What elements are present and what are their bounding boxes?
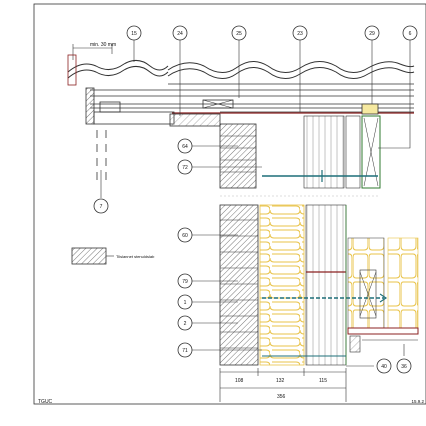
dim-min-30-label: min. 30 mm [90,42,116,48]
footer-right: 15.9.2 [411,399,424,404]
dim-min-30: min. 30 mm [67,42,116,86]
dim-132: 132 [276,378,285,384]
svg-text:72: 72 [182,165,188,171]
svg-text:64: 64 [182,144,188,150]
svg-text:36: 36 [401,364,407,370]
svg-text:7: 7 [100,204,103,210]
dimension-chain [219,368,347,402]
svg-text:1: 1 [184,300,187,306]
roof-battens [90,83,414,113]
dim-108: 108 [235,378,244,384]
svg-text:71: 71 [182,348,188,354]
marker-top-5: 29 [364,25,380,41]
brick-upper [219,123,257,189]
marker-left-1: 64 [177,138,193,154]
svg-text:60: 60 [182,233,188,239]
marker-left-6: 2 [177,315,193,331]
rafter-block-right [361,103,379,115]
brick-lower [219,204,259,366]
marker-top-1: 15 [126,25,142,41]
leader-lines [133,40,411,367]
marker-top-2: 24 [172,25,188,41]
rafter-block [99,101,121,113]
marker-left-4: 79 [177,273,193,289]
interior-wool [387,237,419,329]
legend-label: Tilslannet stenuldslab [116,254,155,259]
vent-dashes [96,130,107,180]
marker-left-2: 72 [177,159,193,175]
svg-text:15: 15 [131,31,137,37]
svg-text:24: 24 [177,31,183,37]
footer-left: TGUC [38,399,53,405]
svg-text:2: 2 [184,321,187,327]
floor-slab [347,327,419,335]
timber-studs [305,204,347,366]
post-upper [361,115,381,189]
marker-top-6: 6 [402,25,418,41]
marker-left-3: 60 [177,227,193,243]
legend-swatch [71,247,107,265]
svg-text:40: 40 [381,364,387,370]
eave-plate [169,113,221,127]
dim-356: 356 [277,394,286,400]
svg-text:29: 29 [369,31,375,37]
eave-hatch [85,87,95,125]
svg-text:79: 79 [182,279,188,285]
sheet-border [33,3,426,405]
ridge-beam [202,99,234,109]
insulation-upper [303,115,345,189]
marker-bottom-2: 36 [396,358,412,374]
inner-insulation [347,237,385,329]
marker-top-4: 23 [292,25,308,41]
svg-text:25: 25 [236,31,242,37]
roof-tiles [67,60,415,79]
svg-text:6: 6 [409,31,412,37]
marker-bottom-1: 40 [376,358,392,374]
post-lower [359,269,377,319]
marker-top-3: 25 [231,25,247,41]
dim-115: 115 [319,378,327,384]
marker-left-7: 71 [177,342,193,358]
mineral-wool [259,204,305,366]
marker-left-5: 1 [177,294,193,310]
svg-text:23: 23 [297,31,303,37]
marker-7: 7 [93,198,109,214]
